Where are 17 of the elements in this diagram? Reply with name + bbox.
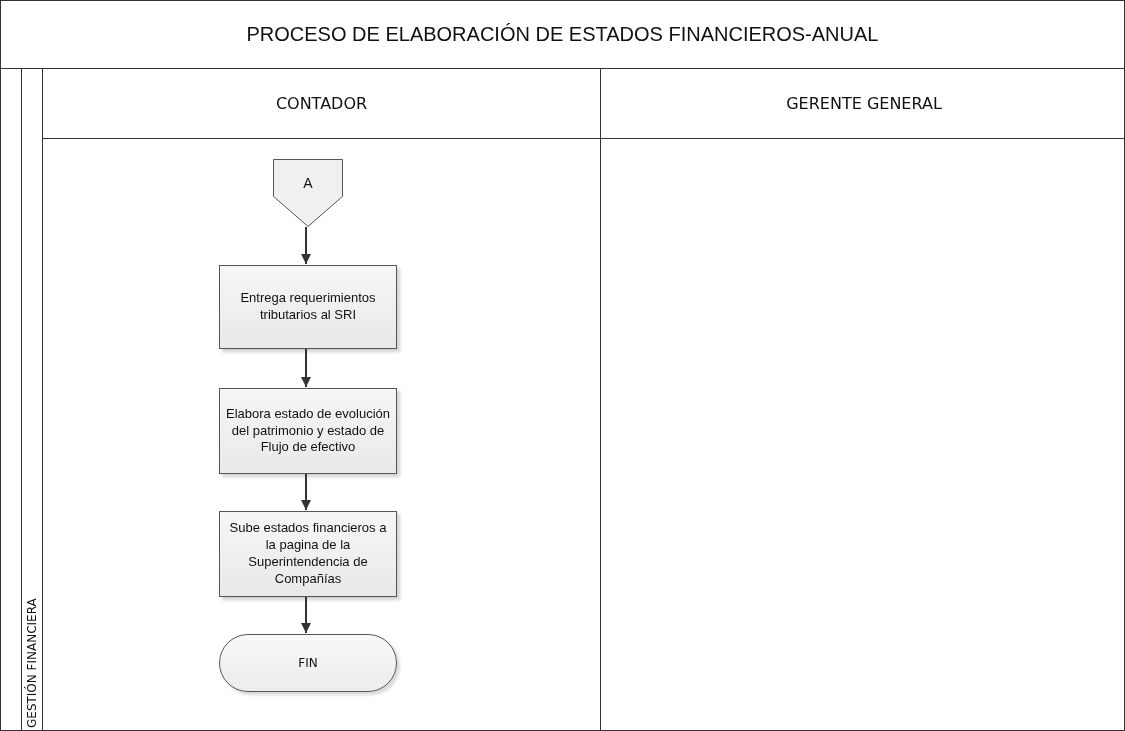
diagram-title: PROCESO DE ELABORACIÓN DE ESTADOS FINANCIEROS-ANUAL [1,1,1124,69]
swimlane [21,69,1124,730]
arrow [301,473,311,511]
off-page-connector [273,159,343,227]
process-box: Elabora estado de evolución del patrimonio y estado de Flujo de efectivo [219,388,397,474]
arrow [301,348,311,388]
arrow [301,596,311,634]
lane-label: GESTIÓN FINANCIERA [23,598,40,728]
connector-label: A [302,174,314,193]
arrow [301,226,311,265]
process-box: Entrega requerimientos tributarios al SRI [219,265,397,349]
column-header: CONTADOR [43,69,600,139]
process-box: Sube estados financieros a la pagina de la Superintendencia de Compañías [219,511,397,597]
lane-column [42,69,600,730]
terminator: FIN [219,634,397,692]
lane-column [600,69,1124,730]
column-header: GERENTE GENERAL [601,69,1124,139]
